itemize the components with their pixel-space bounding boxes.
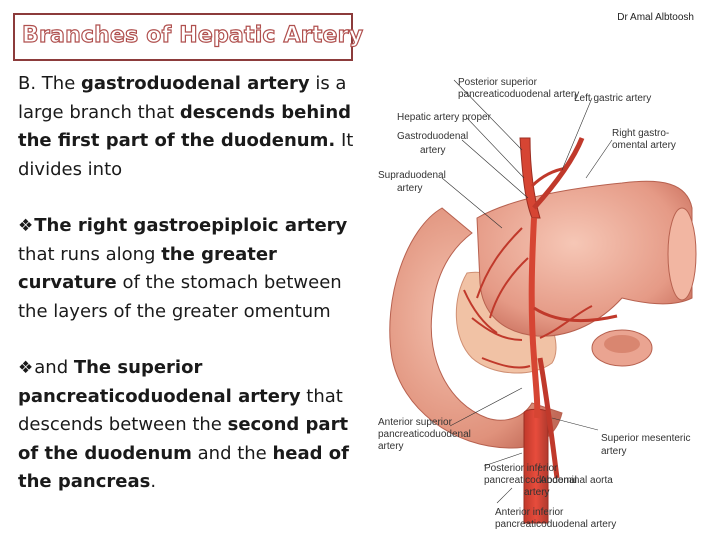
label-line: artery [601, 446, 627, 457]
author-label: Dr Amal Albtoosh [617, 12, 694, 23]
term: the greater curvature [18, 243, 277, 294]
label-line: Posterior superior [458, 77, 538, 88]
label-line: Superior mesenteric [601, 433, 690, 444]
label-gastroduodenal: Gastroduodenal artery [397, 131, 468, 156]
label-superior-mesenteric: Superior mesenteric artery [601, 433, 690, 457]
label-line: artery [420, 145, 446, 156]
text: and [34, 357, 74, 378]
label-line: pancreaticoduodenal [378, 429, 471, 440]
paragraph-superior-pancreaticoduodenal: ❖and The superior pancreaticoduodenal ar… [18, 354, 363, 497]
arteries [463, 137, 618, 524]
term: gastroduodenal artery [81, 73, 310, 94]
label-line: Left gastric artery [574, 93, 651, 104]
term: The right gastroepiploic artery [34, 215, 348, 236]
label-hepatic-proper: Hepatic artery proper [397, 112, 492, 123]
slide-body: B. The gastroduodenal artery is a large … [18, 70, 363, 525]
term: descends behind the first part of the du… [18, 101, 352, 152]
text: . [150, 471, 157, 492]
text: and the [191, 442, 273, 464]
label-line: artery [397, 183, 423, 194]
label-line: Right gastro- [612, 128, 669, 139]
label-line: Anterior inferior [495, 507, 564, 518]
label-line: pancreaticoduodenal artery [458, 89, 579, 100]
label-supraduodenal: Supraduodenal artery [378, 170, 446, 194]
label-left-gastric: Left gastric artery [574, 93, 651, 104]
paragraph-gastroduodenal: B. The gastroduodenal artery is a large … [18, 70, 363, 184]
label-line: Posterior inferior [484, 463, 558, 474]
text: of the stomach between the layers of the… [18, 272, 342, 322]
bullet-icon: ❖ [18, 358, 34, 378]
anatomy-organs [389, 180, 697, 449]
label-line: artery [378, 441, 404, 452]
term: second part of the duodenum [18, 414, 349, 464]
label-line: Supraduodenal [378, 170, 446, 181]
label-abdominal-aorta: Abdominal aorta [540, 475, 613, 486]
text: It divides into [18, 130, 354, 180]
text: that descends between the [18, 385, 343, 436]
label-line: pancreaticoduodenal artery [495, 519, 616, 530]
bullet-icon: ❖ [18, 216, 34, 236]
label-line: Abdominal aorta [540, 475, 613, 486]
text: that runs along [18, 243, 162, 265]
slide-title: Branches of Hepatic Artery [21, 22, 364, 48]
label-right-gastroomental: Right gastro-omental artery [612, 128, 676, 151]
term: head of the pancreas [18, 442, 350, 493]
label-line: artery [524, 487, 550, 498]
text: is a large branch that [18, 73, 347, 123]
label-line: omental artery [612, 140, 676, 151]
term: The superior pancreaticoduodenal artery [18, 357, 301, 407]
label-line: pancreaticoduodenal [484, 475, 577, 486]
leader-lines [441, 79, 613, 504]
label-line: Anterior superior [378, 417, 453, 428]
text: B. The [18, 73, 81, 94]
paragraph-right-gastroepiploic: ❖The right gastroepiploic artery that ru… [18, 212, 363, 326]
label-line: Hepatic artery proper [397, 112, 492, 123]
title-box: Branches of Hepatic Artery [13, 13, 364, 61]
label-line: Gastroduodenal [397, 131, 468, 142]
